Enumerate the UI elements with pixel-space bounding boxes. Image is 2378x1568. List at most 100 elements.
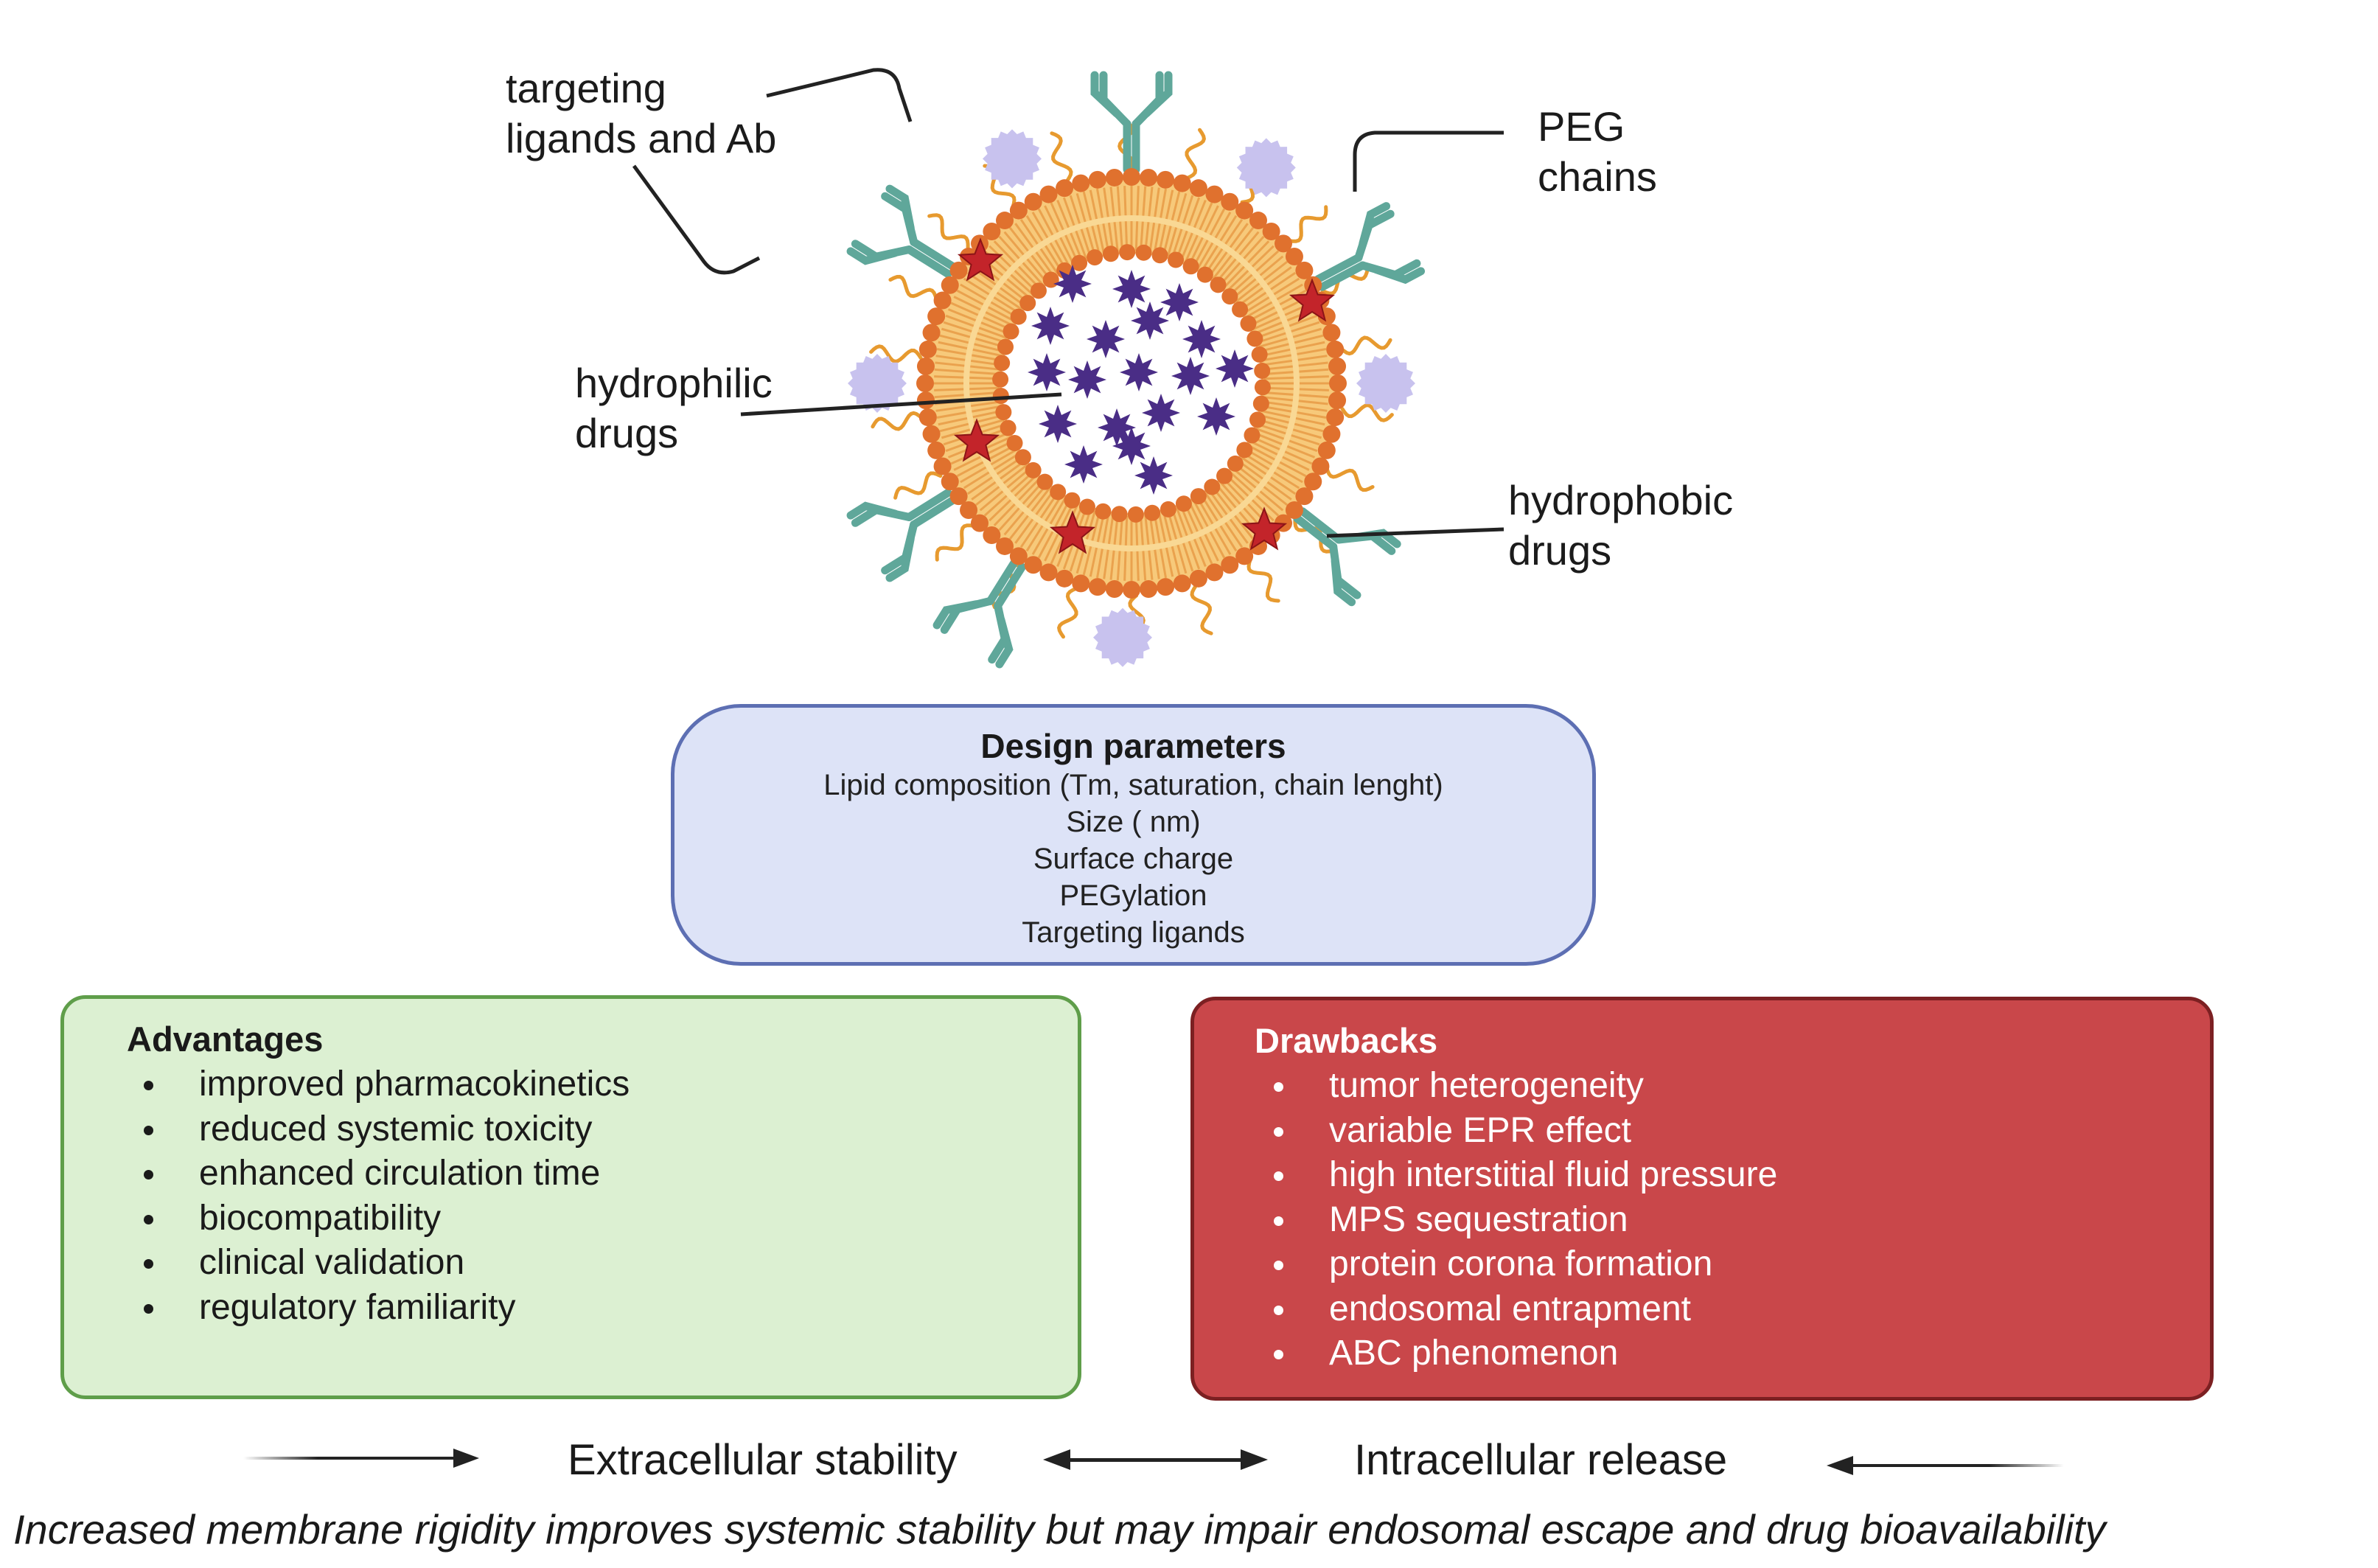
hydrophilic-drug-icon bbox=[1031, 307, 1070, 345]
antibody-icon bbox=[846, 489, 957, 582]
peg-chain-icon bbox=[1286, 205, 1328, 243]
design-item: Surface charge bbox=[1033, 843, 1234, 875]
hydrophobic-drug-icon bbox=[957, 237, 1004, 282]
hydrophilic-drug-icon bbox=[1131, 302, 1169, 340]
advantages-list: improved pharmacokinetics reduced system… bbox=[136, 1062, 630, 1330]
hydrophilic-drug-icon bbox=[1216, 349, 1254, 388]
peg-label-line1: PEG bbox=[1538, 103, 1625, 150]
list-item: variable EPR effect bbox=[1266, 1109, 1777, 1154]
list-item: clinical validation bbox=[136, 1241, 630, 1286]
balance-arrows bbox=[243, 1449, 2064, 1475]
list-item: ABC phenomenon bbox=[1266, 1331, 1777, 1376]
ligand-icon bbox=[1356, 354, 1415, 413]
hydrophilic-drug-icon bbox=[1120, 353, 1158, 391]
peg-chain-icon bbox=[1325, 465, 1375, 492]
antibody-icon bbox=[932, 558, 1026, 669]
hydrophobic-label-line2: drugs bbox=[1508, 527, 1612, 574]
targeting-leader-line-2 bbox=[632, 164, 761, 275]
liposome-figure bbox=[632, 68, 1504, 669]
design-item: Size ( nm) bbox=[1066, 806, 1201, 838]
hydrophilic-drug-icon bbox=[1197, 397, 1235, 436]
list-item: enhanced circulation time bbox=[136, 1151, 630, 1196]
list-item: reduced systemic toxicity bbox=[136, 1107, 630, 1152]
hydrophilic-label-line2: drugs bbox=[575, 410, 679, 456]
peg-chain-icon bbox=[927, 213, 970, 250]
ligand-icon bbox=[983, 129, 1042, 189]
peg-chain-icon bbox=[871, 411, 924, 431]
lipid-bilayer bbox=[916, 168, 1347, 599]
peg-chain-icon bbox=[1339, 335, 1392, 356]
hydrophilic-drug-icon bbox=[1112, 427, 1151, 465]
list-item: regulatory familiarity bbox=[136, 1286, 630, 1331]
hydrophilic-drug-icon bbox=[1171, 357, 1210, 395]
extracellular-stability-label: Extracellular stability bbox=[568, 1436, 958, 1484]
antibody-icon bbox=[846, 184, 957, 278]
advantages-box: Advantages improved pharmacokinetics red… bbox=[60, 995, 1081, 1399]
peg-chain-icon bbox=[869, 344, 923, 363]
hydrophilic-drug-icon bbox=[1182, 320, 1221, 358]
hydrophilic-label-line1: hydrophilic bbox=[575, 360, 773, 406]
list-item: biocompatibility bbox=[136, 1196, 630, 1241]
hydrophilic-drug-icon bbox=[1064, 445, 1103, 484]
arrow-left-icon bbox=[1827, 1456, 2064, 1475]
targeting-label-line2: ligands and Ab bbox=[506, 115, 777, 161]
drugs-layer bbox=[953, 237, 1336, 554]
hydrophobic-label: hydrophobic drugs bbox=[1508, 475, 1733, 576]
peg-chain-icon bbox=[1190, 583, 1213, 635]
hydrophobic-label-line1: hydrophobic bbox=[1508, 477, 1734, 523]
hydrophilic-leader-line bbox=[740, 392, 1062, 417]
double-arrow-icon bbox=[1043, 1449, 1268, 1470]
peg-chain-icon bbox=[1057, 586, 1078, 639]
antibody-icon bbox=[1314, 202, 1426, 291]
list-item: improved pharmacokinetics bbox=[136, 1062, 630, 1107]
hydrophilic-drug-icon bbox=[1028, 353, 1066, 391]
design-item: Lipid composition (Tm, saturation, chain… bbox=[823, 769, 1443, 801]
drawbacks-list: tumor heterogeneity variable EPR effect … bbox=[1266, 1064, 1777, 1376]
peg-chain-icon bbox=[1293, 517, 1336, 554]
targeting-label-line1: targeting bbox=[506, 65, 666, 111]
list-item: MPS sequestration bbox=[1266, 1198, 1777, 1243]
design-item: PEGylation bbox=[1059, 879, 1207, 912]
peg-label-line2: chains bbox=[1538, 153, 1657, 200]
ligands-layer bbox=[848, 129, 1415, 667]
hydrophilic-drug-icon bbox=[1039, 405, 1077, 443]
ligand-icon bbox=[1236, 138, 1296, 198]
list-item: high interstitial fluid pressure bbox=[1266, 1153, 1777, 1198]
peg-chain-icon bbox=[1246, 557, 1280, 603]
hydrophilic-drug-icon bbox=[1087, 320, 1125, 358]
peg-chains-layer bbox=[869, 119, 1394, 648]
peg-label: PEG chains bbox=[1538, 102, 1657, 202]
hydrophilic-label: hydrophilic drugs bbox=[575, 358, 773, 459]
peg-chain-icon bbox=[1050, 131, 1073, 184]
targeting-label: targeting ligands and Ab bbox=[506, 63, 776, 164]
list-item: tumor heterogeneity bbox=[1266, 1064, 1777, 1109]
advantages-title: Advantages bbox=[127, 1020, 324, 1059]
intracellular-release-label: Intracellular release bbox=[1354, 1436, 1728, 1484]
design-parameters-title: Design parameters bbox=[980, 727, 1286, 765]
hydrophilic-drug-icon bbox=[1160, 283, 1199, 321]
targeting-leader-line bbox=[766, 68, 913, 122]
aqueous-core bbox=[1002, 254, 1261, 513]
hydrophobic-drug-icon bbox=[1049, 510, 1096, 554]
drawbacks-box: Drawbacks tumor heterogeneity variable E… bbox=[1190, 997, 2214, 1401]
arrow-right-icon bbox=[243, 1449, 479, 1468]
hydrophilic-drug-icon bbox=[1134, 456, 1173, 495]
hydrophilic-drug-icon bbox=[1142, 394, 1180, 432]
hydrophilic-drug-icon bbox=[1053, 265, 1092, 303]
hydrophobic-drug-icon bbox=[1241, 506, 1288, 551]
peg-chain-icon bbox=[893, 471, 943, 500]
list-item: protein corona formation bbox=[1266, 1242, 1777, 1287]
antibody-icon bbox=[1090, 71, 1173, 174]
hydrophilic-drug-icon bbox=[1112, 270, 1151, 308]
hydrophilic-drug-icon bbox=[1068, 360, 1106, 399]
ligand-icon bbox=[1093, 607, 1152, 667]
hydrophobic-drug-icon bbox=[953, 418, 1000, 462]
peg-chain-icon bbox=[888, 274, 938, 302]
design-parameters-box: Design parameters Lipid composition (Tm,… bbox=[671, 704, 1596, 966]
peg-chain-icon bbox=[1340, 403, 1394, 422]
hydrophobic-leader-line bbox=[1326, 527, 1504, 538]
peg-leader-line bbox=[1353, 130, 1504, 192]
hydrophobic-drug-icon bbox=[1289, 278, 1336, 322]
list-item: endosomal entrapment bbox=[1266, 1287, 1777, 1332]
lipid-heads bbox=[916, 168, 1347, 599]
